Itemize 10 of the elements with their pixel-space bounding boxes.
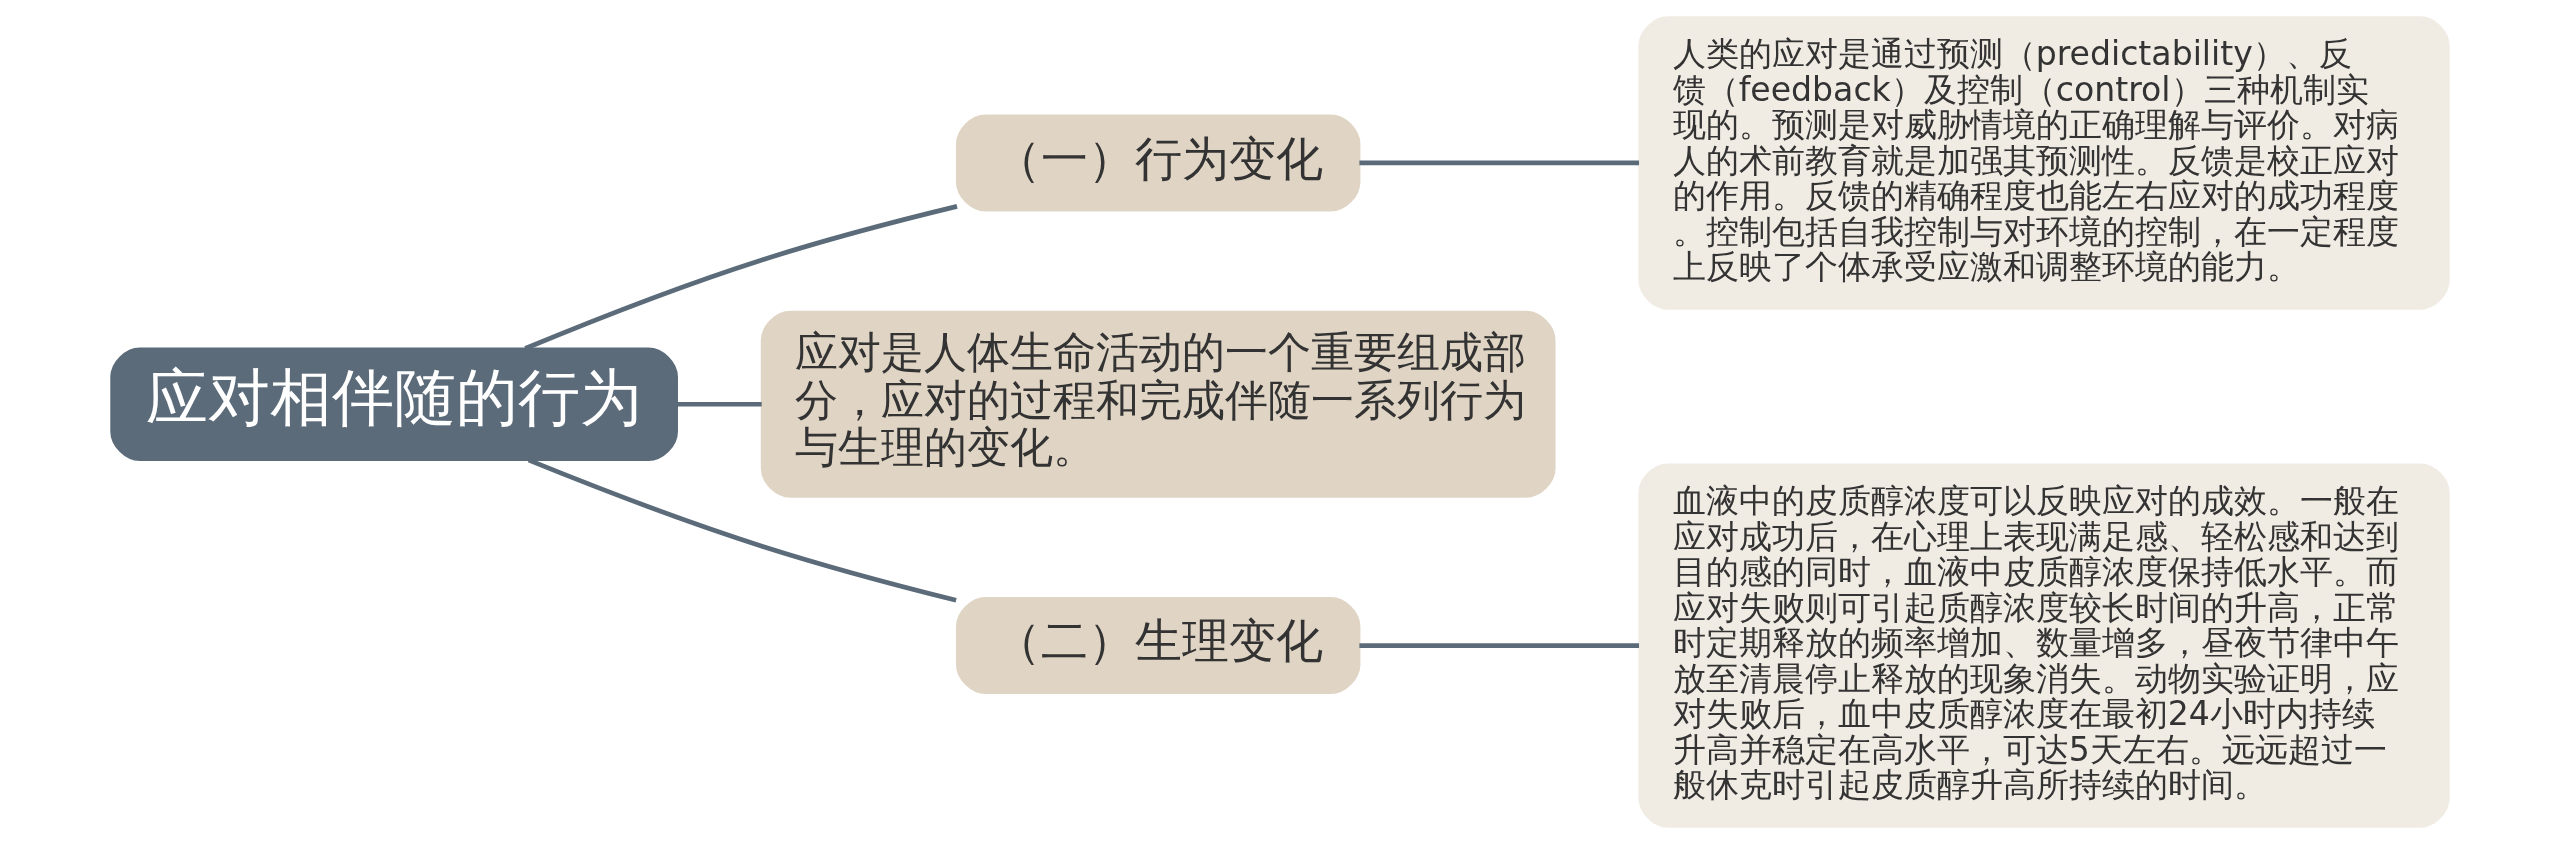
node-box: （一）行为变化 — [955, 114, 1361, 212]
connector — [677, 401, 762, 407]
node-box: 应对相伴随的行为 — [110, 347, 678, 462]
connector — [524, 204, 958, 351]
node-box: 血液中的皮质醇浓度可以反映应对的成效。一般在应对成功后，在心理上表现满足感、轻松感和达到目的感的同时，血液中皮质醇浓度保持低水平。而应对失败则可引起质醇浓度较长时间的升高，正常时定期释放的频率增加、数量增多，昼夜节律中午放至清晨停止释放的现象消失。动物实验证明，应对失败后，血中皮质醇浓度在最初24小时内持续升高并稳定在高水平，可达5天左右。远远超过一般休克时引起皮质醇升高所持续的时间。 — [1638, 463, 2450, 828]
node-box: 应对是人体生命活动的一个重要组成部分，应对的过程和完成伴随一系列行为与生理的变化。 — [760, 310, 1556, 498]
node-box: （二）生理变化 — [955, 597, 1361, 695]
node-box: 人类的应对是通过预测（predictability）、反馈（feedback）及控制（control）三种机制实现的。预测是对威胁情境的正确理解与评价。对病人的术前教育就是加强其预测性。反馈是校正应对的作用。反馈的精确程度也能左右应对的成功程度。控制包括自我控制与对环境的控制，在一定程度上反映了个体承受应激和调整环境的能力。 — [1638, 16, 2450, 310]
connector — [1359, 160, 1640, 166]
connector — [1359, 643, 1640, 648]
